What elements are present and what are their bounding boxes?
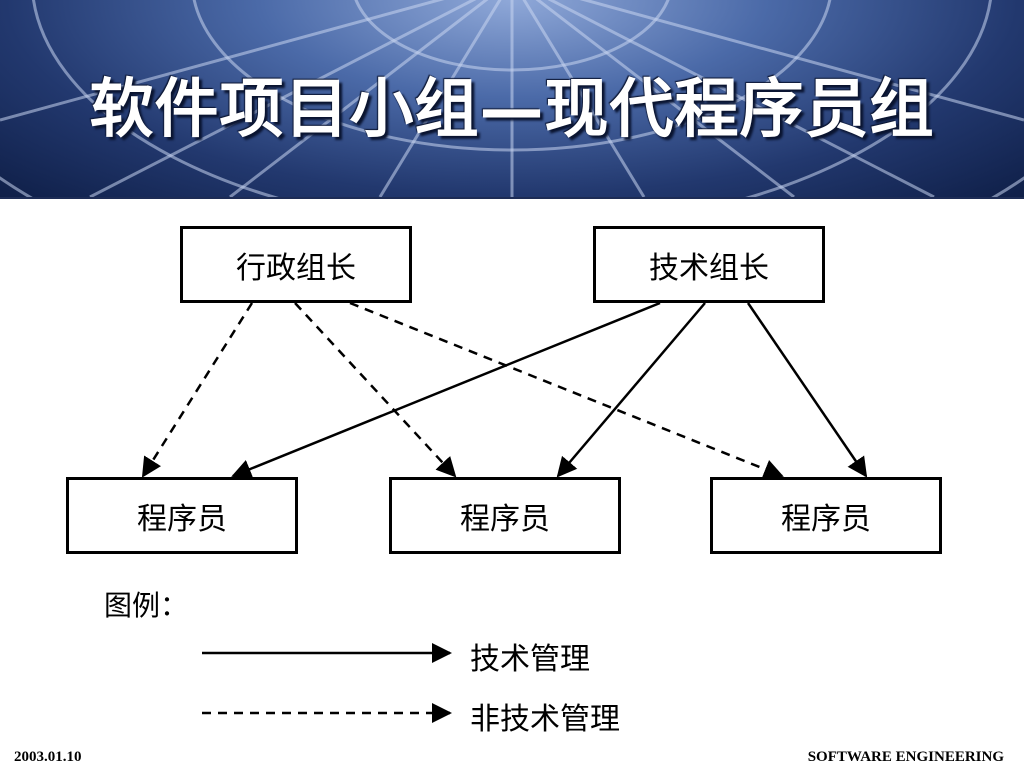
edge-admin-to-programmer-2	[294, 302, 457, 478]
node-programmer-2: 程序员	[389, 477, 621, 554]
edge-tech-to-programmer-3	[746, 302, 868, 478]
node-tech-leader: 技术组长	[593, 226, 825, 303]
legend-dashed-label: 非技术管理	[470, 702, 620, 737]
edge-tech-to-programmer-1	[231, 301, 661, 479]
edge-admin-to-programmer-1	[141, 302, 254, 478]
legend-title: 图例：	[104, 589, 189, 622]
slide-title: 软件项目小组—现代程序员组	[89, 73, 935, 147]
node-admin-leader: 行政组长	[180, 226, 412, 303]
footer-date: 2003.01.10	[14, 749, 82, 765]
node-programmer-1: 程序员	[66, 477, 298, 554]
edge-admin-to-programmer-3	[349, 301, 784, 479]
footer-course: SOFTWARE ENGINEERING	[807, 749, 1004, 765]
slide-header: 软件项目小组—现代程序员组	[0, 0, 1024, 199]
legend-solid-label: 技术管理	[470, 642, 590, 677]
dome-background-graphic	[0, 0, 1024, 197]
edge-tech-to-programmer-2	[556, 302, 706, 478]
node-programmer-3: 程序员	[710, 477, 942, 554]
